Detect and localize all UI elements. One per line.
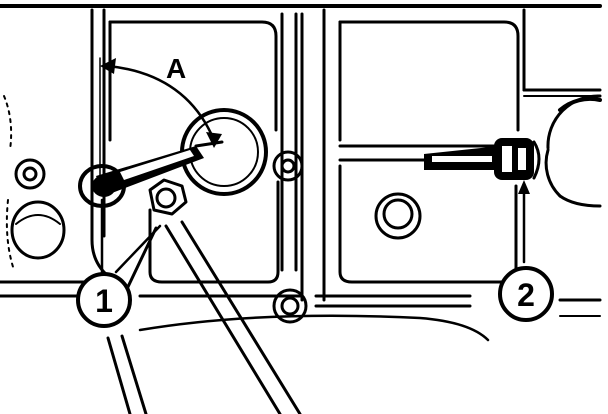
angle-a-indicator [99,57,222,179]
right-bore [544,94,602,208]
angle-label: A [166,53,186,84]
callout-2-label: 2 [517,277,535,313]
right-center-recess [374,192,422,240]
callout-2: 2 [498,266,554,322]
callout-1: 1 [76,272,132,328]
nut-middle [272,150,304,182]
left-fitting-assembly [78,140,224,208]
nut-top-left [14,158,46,190]
nut-bottom-middle [272,288,308,324]
left-oval-recess [10,200,66,260]
right-fitting-assembly [424,138,541,180]
nut-left-fitting [148,178,188,216]
callout-1-label: 1 [95,283,113,319]
